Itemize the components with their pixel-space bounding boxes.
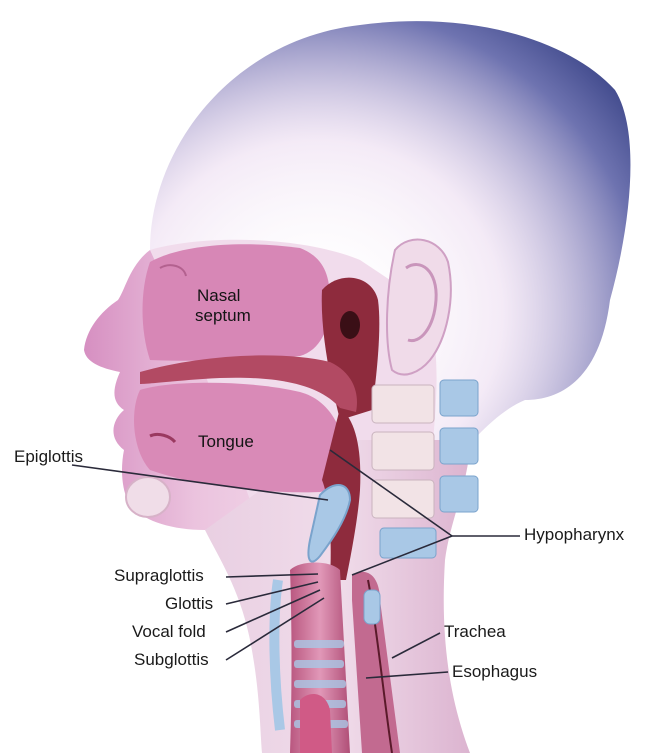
- label-glottis: Glottis: [165, 594, 213, 614]
- thyroid-cartilage: [274, 580, 280, 730]
- label-subglottis: Subglottis: [134, 650, 209, 670]
- label-trachea: Trachea: [444, 622, 506, 642]
- label-hypopharynx: Hypopharynx: [524, 525, 624, 545]
- label-supraglottis: Supraglottis: [114, 566, 204, 586]
- label-nasal-septum-line1: Nasal: [197, 286, 240, 306]
- label-vocal-fold: Vocal fold: [132, 622, 206, 642]
- eustachian-opening: [340, 311, 360, 339]
- chin-bone: [126, 477, 170, 517]
- thyroid-gland: [300, 694, 332, 753]
- label-epiglottis: Epiglottis: [14, 447, 83, 467]
- label-tongue: Tongue: [198, 432, 254, 452]
- label-nasal-septum-line2: septum: [195, 306, 251, 326]
- label-esophagus: Esophagus: [452, 662, 537, 682]
- posterior-cartilage: [364, 590, 380, 624]
